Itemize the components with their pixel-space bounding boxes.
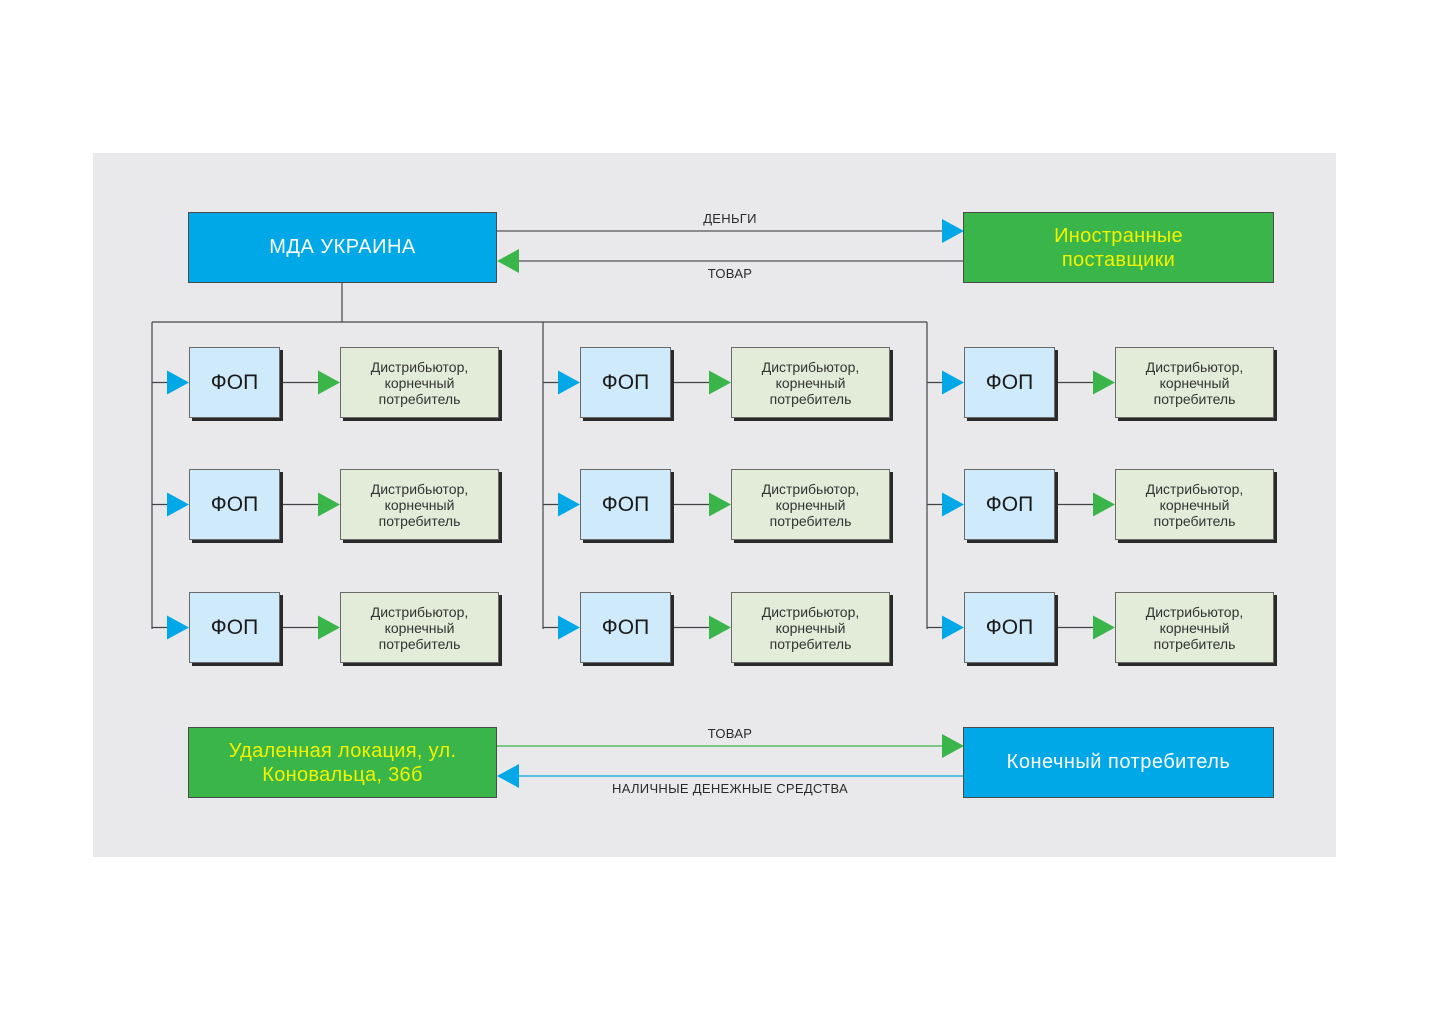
fop-feed-arrow-head — [167, 370, 189, 395]
remote-location-label: Удаленная локация, ул. Коновальца, 36б — [228, 739, 457, 786]
fop-box-2-3: ФОП — [580, 592, 671, 663]
distributor-label: Дистрибьютор, корнечный потребитель — [761, 358, 860, 407]
dist-feed-arrow-head — [1093, 492, 1115, 517]
fop-label: ФОП — [601, 492, 650, 516]
fop-label: ФОП — [601, 615, 650, 639]
end-consumer-box: Конечный потребитель — [963, 727, 1274, 798]
fop-box-3-2: ФОП — [964, 469, 1055, 540]
dist-feed-arrow-head — [1093, 615, 1115, 640]
fop-box-1-2: ФОП — [189, 469, 280, 540]
fop-label: ФОП — [985, 615, 1034, 639]
distributor-box-2-3: Дистрибьютор, корнечный потребитель — [731, 592, 890, 663]
distributor-label: Дистрибьютор, корнечный потребитель — [370, 358, 469, 407]
fop-box-1-1: ФОП — [189, 347, 280, 418]
mda-ukraine-box: МДА УКРАИНА — [188, 212, 497, 283]
distributor-label: Дистрибьютор, корнечный потребитель — [761, 603, 860, 652]
foreign-suppliers-label: Иностранные поставщики — [1054, 224, 1183, 271]
end-consumer-label: Конечный потребитель — [1006, 751, 1231, 773]
fop-box-2-2: ФОП — [580, 469, 671, 540]
fop-box-1-3: ФОП — [189, 592, 280, 663]
fop-feed-arrow-head — [167, 615, 189, 640]
fop-feed-arrow-head — [558, 492, 580, 517]
dist-feed-arrow-head — [709, 492, 731, 517]
cash-arrow-head — [497, 764, 519, 788]
fop-label: ФОП — [601, 370, 650, 394]
fop-label: ФОП — [985, 370, 1034, 394]
distributor-label: Дистрибьютор, корнечный потребитель — [1145, 358, 1244, 407]
fop-box-2-1: ФОП — [580, 347, 671, 418]
distributor-box-1-3: Дистрибьютор, корнечный потребитель — [340, 592, 499, 663]
distributor-box-3-3: Дистрибьютор, корнечный потребитель — [1115, 592, 1274, 663]
bottom-goods-arrow-head — [942, 734, 964, 758]
distributor-box-2-1: Дистрибьютор, корнечный потребитель — [731, 347, 890, 418]
fop-feed-arrow-head — [558, 615, 580, 640]
bottom-goods-label: ТОВАР — [707, 726, 753, 741]
goods-label: ТОВАР — [707, 266, 753, 281]
distributor-label: Дистрибьютор, корнечный потребитель — [370, 480, 469, 529]
distributor-box-1-2: Дистрибьютор, корнечный потребитель — [340, 469, 499, 540]
money-arrow-head — [942, 219, 964, 243]
mda-ukraine-label: МДА УКРАИНА — [269, 236, 416, 258]
remote-location-box: Удаленная локация, ул. Коновальца, 36б — [188, 727, 497, 798]
money-label: ДЕНЬГИ — [703, 211, 757, 226]
dist-feed-arrow-head — [1093, 370, 1115, 395]
fop-label: ФОП — [210, 615, 259, 639]
foreign-suppliers-box: Иностранные поставщики — [963, 212, 1274, 283]
distributor-box-3-1: Дистрибьютор, корнечный потребитель — [1115, 347, 1274, 418]
dist-feed-arrow-head — [709, 615, 731, 640]
distributor-label: Дистрибьютор, корнечный потребитель — [1145, 480, 1244, 529]
distributor-box-1-1: Дистрибьютор, корнечный потребитель — [340, 347, 499, 418]
distributor-label: Дистрибьютор, корнечный потребитель — [761, 480, 860, 529]
distributor-box-2-2: Дистрибьютор, корнечный потребитель — [731, 469, 890, 540]
fop-feed-arrow-head — [942, 492, 964, 517]
distributor-label: Дистрибьютор, корнечный потребитель — [1145, 603, 1244, 652]
fop-label: ФОП — [985, 492, 1034, 516]
dist-feed-arrow-head — [318, 370, 340, 395]
fop-label: ФОП — [210, 370, 259, 394]
fop-box-3-1: ФОП — [964, 347, 1055, 418]
cash-label: НАЛИЧНЫЕ ДЕНЕЖНЫЕ СРЕДСТВА — [612, 781, 848, 796]
dist-feed-arrow-head — [709, 370, 731, 395]
dist-feed-arrow-head — [318, 615, 340, 640]
goods-arrow-head — [497, 249, 519, 273]
distributor-label: Дистрибьютор, корнечный потребитель — [370, 603, 469, 652]
dist-feed-arrow-head — [318, 492, 340, 517]
distributor-box-3-2: Дистрибьютор, корнечный потребитель — [1115, 469, 1274, 540]
fop-feed-arrow-head — [942, 615, 964, 640]
fop-box-3-3: ФОП — [964, 592, 1055, 663]
fop-feed-arrow-head — [558, 370, 580, 395]
fop-label: ФОП — [210, 492, 259, 516]
fop-feed-arrow-head — [167, 492, 189, 517]
fop-feed-arrow-head — [942, 370, 964, 395]
